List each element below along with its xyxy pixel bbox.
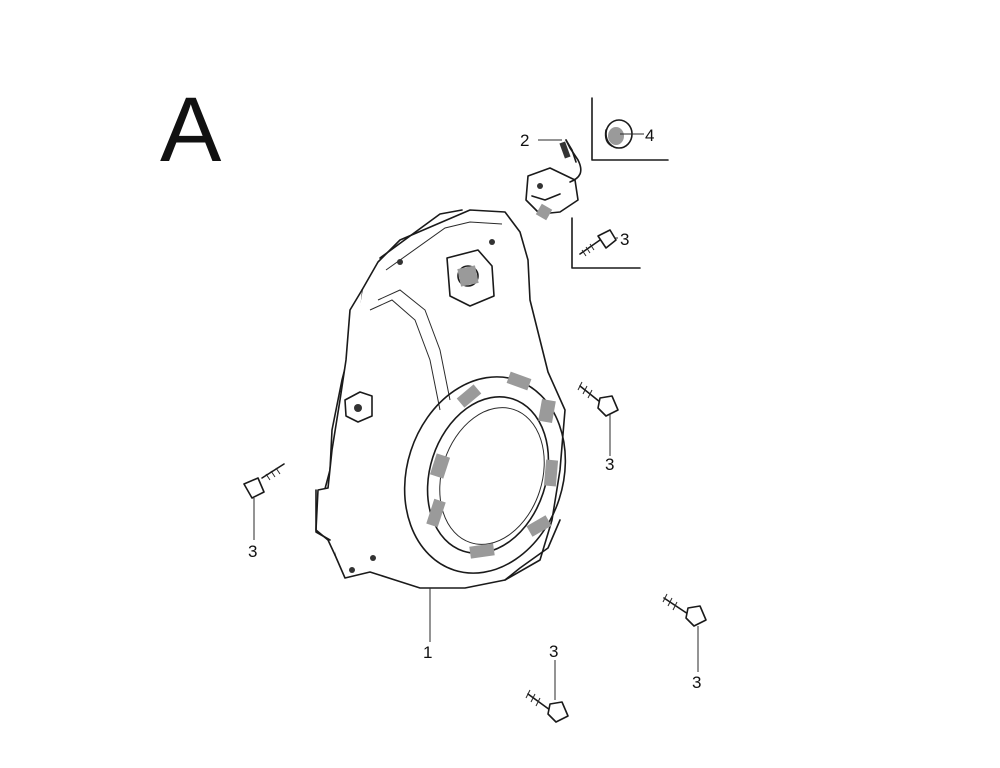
bolt-right-upper (577, 381, 619, 417)
callout-bolt-bottom-right: 3 (692, 673, 701, 692)
bolt-left (243, 463, 285, 499)
bracket-grommet (591, 97, 669, 161)
callout-bolt-right-upper: 3 (605, 455, 614, 474)
callout-bolt-switch: 3 (620, 230, 629, 249)
callout-grommet: 4 (645, 126, 654, 145)
bolt-switch (579, 229, 617, 257)
bracket-switch-bolt (571, 217, 641, 269)
fan-housing (315, 209, 567, 589)
grommet (604, 119, 633, 149)
callout-stop-switch: 2 (520, 131, 529, 150)
bolt-bottom-right (662, 593, 707, 627)
leader-lines (253, 133, 699, 700)
callout-fan-housing: 1 (423, 643, 432, 662)
callout-bolt-left: 3 (248, 542, 257, 561)
stop-switch (525, 139, 582, 221)
callout-bolt-bottom-center: 3 (549, 642, 558, 661)
view-letter: A (160, 79, 222, 181)
bolt-bottom-center (525, 689, 569, 723)
